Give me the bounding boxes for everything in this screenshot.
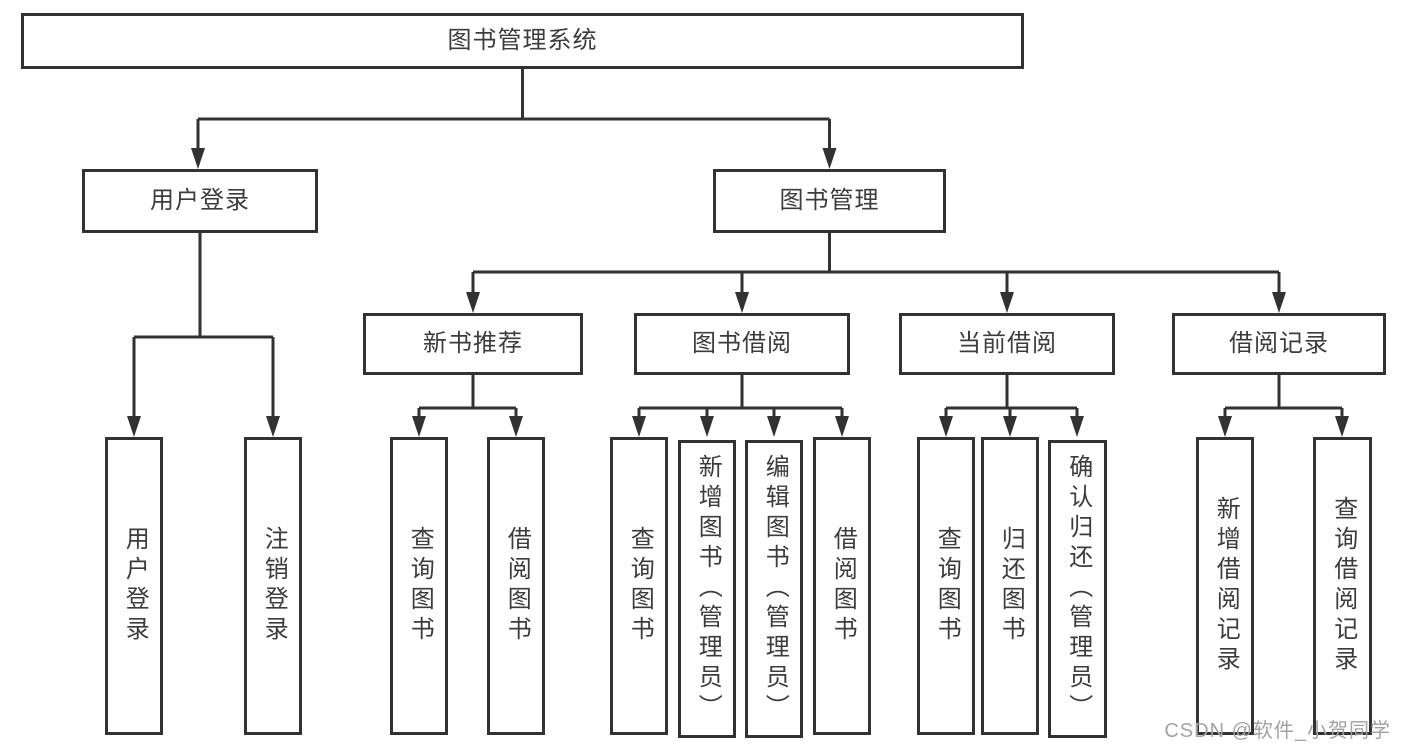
- node-label: 用户登录: [150, 186, 250, 214]
- node-book-borrowing: 图书借阅: [634, 313, 850, 375]
- node-label: 查询图书: [626, 526, 654, 646]
- node-label: 图书借阅: [692, 329, 792, 357]
- node-label: 用户登录: [121, 526, 149, 646]
- node-label: 借阅记录: [1229, 329, 1329, 357]
- leaf-borrow-books-recommend: 借阅图书: [487, 437, 545, 735]
- node-book-management: 图书管理: [713, 169, 946, 233]
- node-label: 查询借阅记录: [1329, 496, 1357, 676]
- leaf-add-books-admin: 新增图书（管理员）: [678, 440, 736, 738]
- leaf-return-books: 归还图书: [981, 437, 1039, 735]
- node-user-login: 用户登录: [82, 169, 318, 233]
- node-label: 查询图书: [406, 526, 434, 646]
- node-label: 当前借阅: [957, 329, 1057, 357]
- leaf-query-books-recommend: 查询图书: [390, 437, 448, 735]
- node-label: 编辑图书（管理员）: [761, 454, 789, 724]
- leaf-add-borrow-record: 新增借阅记录: [1196, 437, 1254, 735]
- node-label: 图书管理: [779, 186, 880, 214]
- leaf-logout: 注销登录: [244, 437, 302, 735]
- leaf-borrow-books-borrowing: 借阅图书: [813, 437, 871, 735]
- node-label: 借阅图书: [503, 526, 531, 646]
- watermark: CSDN @软件_小贺同学: [1164, 720, 1391, 742]
- node-label: 借阅图书: [829, 526, 857, 646]
- node-current-borrowing: 当前借阅: [899, 313, 1115, 375]
- node-label: 图书管理系统: [447, 26, 598, 54]
- node-label: 新增借阅记录: [1212, 496, 1240, 676]
- node-new-book-recommend: 新书推荐: [363, 313, 583, 375]
- node-label: 新增图书（管理员）: [694, 454, 722, 724]
- node-borrowing-records: 借阅记录: [1172, 313, 1386, 375]
- leaf-query-borrow-record: 查询借阅记录: [1313, 437, 1372, 735]
- leaf-user-login: 用户登录: [105, 437, 163, 735]
- leaf-edit-books-admin: 编辑图书（管理员）: [745, 440, 803, 738]
- node-label: 新书推荐: [423, 329, 523, 357]
- leaf-query-books-borrowing: 查询图书: [610, 437, 668, 735]
- node-label: 确认归还（管理员）: [1064, 454, 1092, 724]
- leaf-confirm-return-admin: 确认归还（管理员）: [1048, 440, 1107, 738]
- node-book-management-system: 图书管理系统: [21, 13, 1024, 69]
- node-label: 注销登录: [260, 526, 288, 646]
- node-label: 归还图书: [997, 526, 1025, 646]
- leaf-query-books-current: 查询图书: [917, 437, 975, 735]
- node-label: 查询图书: [933, 526, 961, 646]
